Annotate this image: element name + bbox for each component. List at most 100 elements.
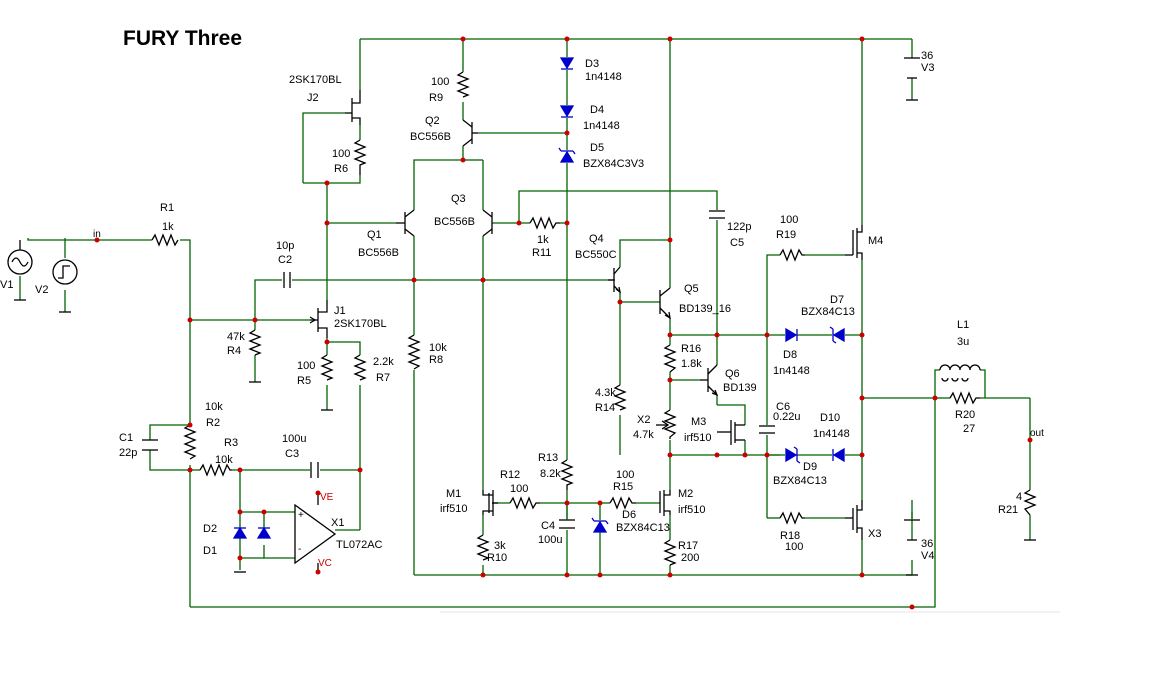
r19-ref-label: R19	[776, 229, 796, 241]
d7-value-label: BZX84C13	[801, 306, 855, 318]
mosfet-m4	[845, 225, 863, 260]
r6-value-label: 100	[332, 148, 350, 160]
v4-ref-label: V4	[921, 550, 934, 562]
potentiometer-x2	[663, 409, 677, 439]
jfet-j2	[345, 90, 361, 125]
capacitor-c2	[283, 272, 291, 288]
q2-value-label: BC556B	[410, 131, 451, 143]
bjt-q2	[462, 119, 478, 147]
v4-value-label: 36	[921, 538, 933, 550]
d10-value-label: 1n4148	[813, 428, 850, 440]
labels: in out V1 V2 36 V3 36 V4 R1 1k 10k R2 R3…	[0, 50, 1044, 569]
c1-ref-label: C1	[119, 432, 133, 444]
grounds	[14, 99, 1036, 576]
mosfet-m1	[482, 490, 498, 516]
mosfet-m2	[659, 490, 671, 516]
r11-ref-label: R11	[532, 247, 551, 259]
q6-value-label: BD139	[723, 382, 757, 394]
bjt-q5	[659, 287, 671, 320]
resistor-r12	[509, 496, 540, 510]
r14-value-label: 4.3k	[595, 387, 616, 399]
node-in-label: in	[93, 229, 101, 240]
q1-ref-label: Q1	[367, 229, 382, 241]
q4-ref-label: Q4	[589, 233, 604, 245]
d3-ref-label: D3	[585, 58, 599, 70]
d4-ref-label: D4	[590, 104, 604, 116]
resistor-r19	[779, 248, 805, 262]
x2-value-label: 4.7k	[633, 429, 654, 441]
r4-ref-label: R4	[227, 345, 241, 357]
capacitors	[142, 210, 775, 529]
opamp-vc-label: VC	[318, 558, 332, 569]
q6-ref-label: Q6	[725, 368, 740, 380]
node-out-label: out	[1030, 428, 1044, 439]
diode-d5	[558, 147, 576, 163]
v2-ref-label: V2	[35, 284, 48, 296]
m4-ref-label: M4	[868, 235, 883, 247]
d8-ref-label: D8	[783, 349, 797, 361]
voltage-source-v4	[904, 512, 920, 541]
resistor-r2	[183, 424, 197, 460]
m2-value-label: irf510	[678, 504, 706, 516]
resistor-r16	[663, 344, 677, 373]
resistor-r11	[529, 216, 560, 230]
c4-ref-label: C4	[541, 520, 555, 532]
q5-value-label: BD139_16	[679, 303, 731, 315]
m3-value-label: irf510	[684, 432, 712, 444]
x1-ref-label: X1	[331, 517, 344, 529]
c3-ref-label: C3	[285, 448, 299, 460]
r3-ref-label: R3	[224, 437, 238, 449]
r1-ref-label: R1	[160, 202, 174, 214]
c1-value-label: 22p	[119, 447, 137, 459]
v3-value-label: 36	[921, 50, 933, 62]
jfet-j1	[309, 300, 328, 338]
r18-value-label: 100	[785, 541, 803, 553]
c3-value-label: 100u	[282, 433, 306, 445]
voltage-source-v1	[7, 240, 33, 275]
r13-value-label: 8.2k	[540, 468, 561, 480]
r7-ref-label: R7	[376, 372, 390, 384]
r3-value-label: 10k	[215, 454, 233, 466]
r21-ref-label: R21	[998, 504, 1018, 516]
resistor-r9	[456, 71, 470, 98]
d3-value-label: 1n4148	[585, 71, 622, 83]
r17-ref-label: R17	[678, 540, 698, 552]
r9-ref-label: R9	[429, 92, 443, 104]
resistor-r3	[199, 463, 232, 477]
resistor-r6	[353, 139, 367, 175]
v1-ref-label: V1	[0, 279, 13, 291]
voltage-source-v3	[904, 57, 920, 79]
r19-value-label: 100	[780, 214, 798, 226]
diode-d8	[785, 327, 798, 343]
r1-value-label: 1k	[162, 221, 174, 233]
d10-ref-label: D10	[820, 412, 840, 424]
resistors	[151, 71, 1037, 566]
r5-value-label: 100	[297, 360, 315, 372]
r13-ref-label: R13	[538, 452, 558, 464]
c4-value-label: 100u	[538, 534, 562, 546]
resistor-r20	[949, 391, 980, 405]
capacitor-c4	[559, 503, 575, 529]
diode-d1	[232, 526, 248, 539]
d5-value-label: BZX84C3V3	[583, 158, 644, 170]
q1-value-label: BC556B	[358, 247, 399, 259]
l1-value-label: 3u	[957, 336, 969, 348]
c2-value-label: 10p	[276, 240, 294, 252]
m1-ref-label: M1	[446, 488, 461, 500]
resistor-r5	[320, 354, 334, 381]
resistor-r17	[663, 539, 677, 566]
q3-ref-label: Q3	[451, 193, 466, 205]
r8-ref-label: R8	[429, 354, 443, 366]
r12-value-label: 100	[510, 483, 528, 495]
resistor-r15	[609, 496, 636, 510]
c5-ref-label: C5	[730, 237, 744, 249]
diode-d9	[785, 446, 801, 464]
r8-value-label: 10k	[429, 342, 447, 354]
r7-value-label: 2.2k	[373, 356, 394, 368]
voltage-source-v2	[52, 259, 78, 285]
resistor-r1	[151, 233, 179, 247]
bjt-q1	[396, 209, 415, 237]
inductor-l1	[939, 364, 981, 382]
r15-value-label: 100	[616, 469, 634, 481]
resistor-r10	[476, 534, 490, 561]
